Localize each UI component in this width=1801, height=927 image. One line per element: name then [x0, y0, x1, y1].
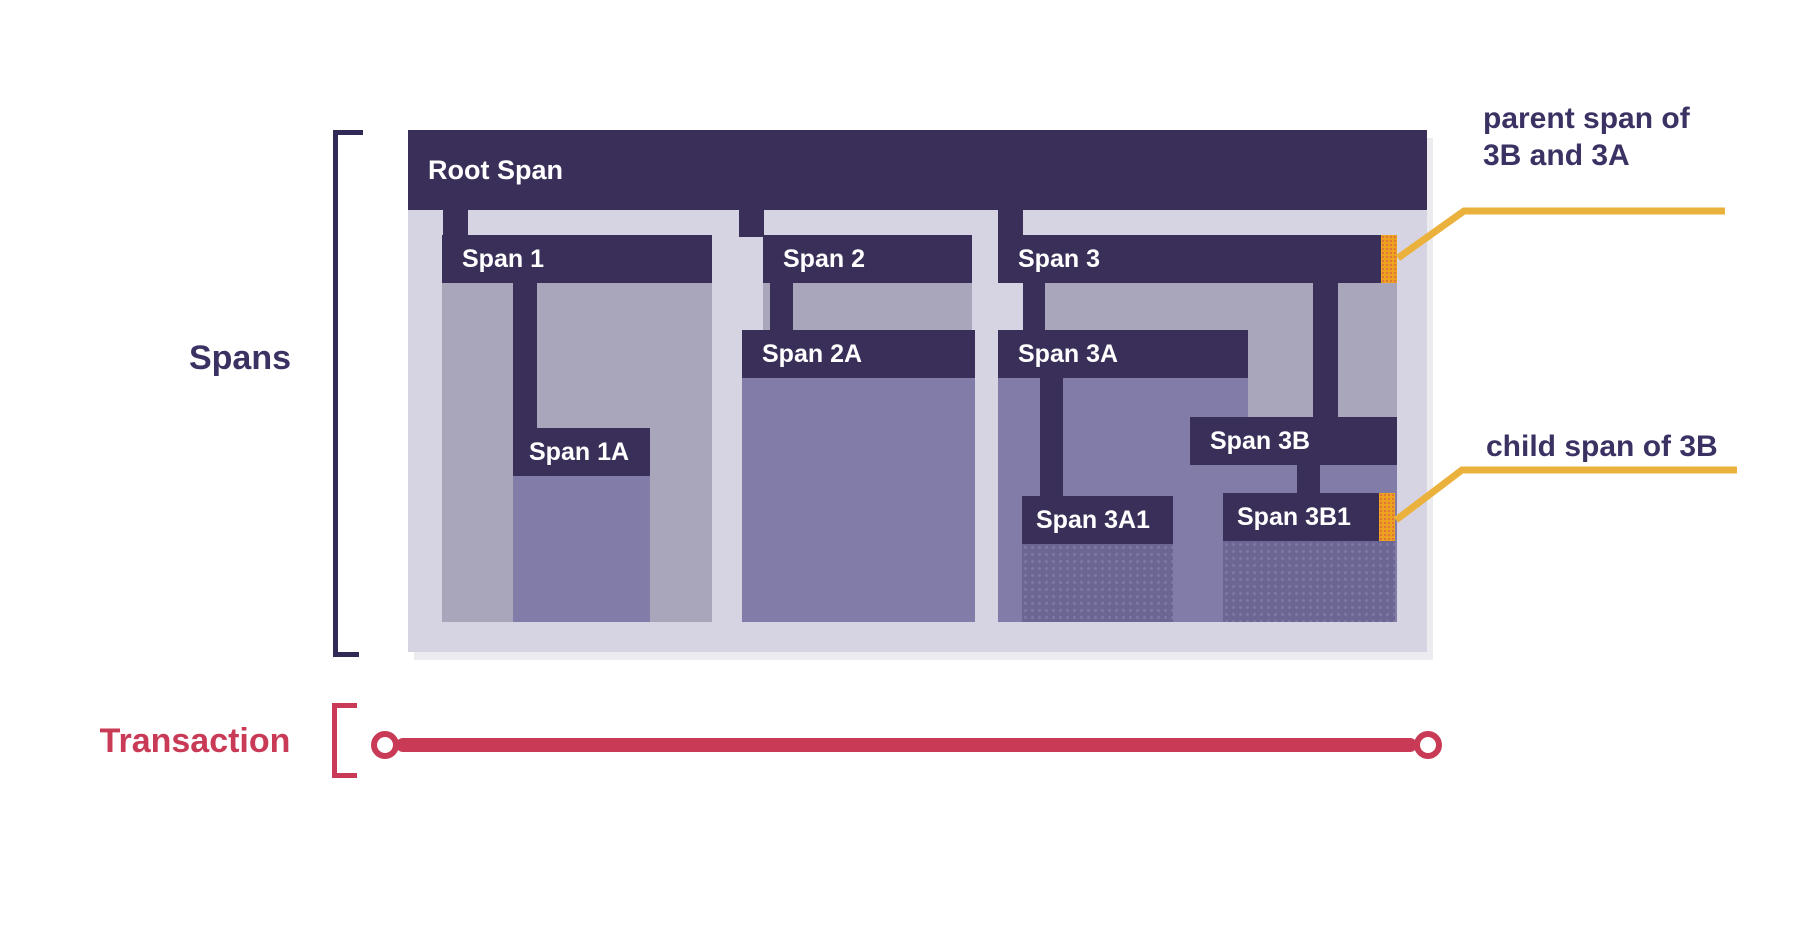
span-3b-label: Span 3B	[1210, 426, 1311, 455]
span-3b-bar: Span 3B	[1190, 417, 1397, 465]
span-2a-bar: Span 2A	[742, 330, 975, 378]
span-1a-bar: Span 1A	[513, 428, 650, 476]
span-1-label: Span 1	[462, 244, 544, 273]
child-span-callout-line	[1393, 466, 1737, 523]
connector-root-to-span-2	[739, 208, 764, 237]
span-2-label: Span 2	[783, 244, 865, 273]
connector-span-2-to-span-2a	[770, 281, 793, 333]
parent-span-annotation: parent span of 3B and 3A	[1483, 100, 1690, 174]
span-1-bar: Span 1	[442, 235, 712, 283]
spans-bracket-top-arm	[333, 130, 363, 135]
connector-span-1-to-span-1a	[513, 281, 537, 430]
span-3a-bar: Span 3A	[998, 330, 1248, 378]
span-1a-duration-body	[513, 476, 650, 622]
span-3a1-duration-body	[1022, 544, 1173, 622]
connector-span-3-to-span-3b	[1313, 281, 1338, 419]
transaction-bracket-vertical	[332, 703, 337, 778]
span-3a-label: Span 3A	[1018, 339, 1119, 368]
root-span-bar: Root Span	[408, 130, 1427, 210]
parent-span-annotation-line2: 3B and 3A	[1483, 139, 1630, 172]
connector-span-3a-to-span-3a1	[1040, 375, 1063, 498]
parent-span-callout-line	[1395, 207, 1725, 261]
span-3-parent-highlight-marker	[1381, 235, 1397, 283]
root-span-label: Root Span	[428, 154, 563, 185]
span-3a1-bar: Span 3A1	[1022, 496, 1173, 544]
span-3a1-label: Span 3A1	[1036, 505, 1150, 534]
transaction-start-circle	[371, 731, 399, 759]
connector-span-3-to-span-3a	[1023, 281, 1045, 332]
span-3b1-duration-body	[1223, 541, 1395, 622]
connector-root-to-span-3	[998, 208, 1023, 237]
span-3-label: Span 3	[1018, 244, 1100, 273]
span-3b1-bar: Span 3B1	[1223, 493, 1395, 541]
span-3-bar: Span 3	[998, 235, 1397, 283]
span-2a-label: Span 2A	[762, 339, 863, 368]
transaction-bracket-top-arm	[332, 703, 357, 708]
transaction-bracket-bottom-arm	[332, 773, 357, 778]
spans-bracket-vertical	[333, 130, 338, 657]
span-3b1-label: Span 3B1	[1237, 502, 1351, 531]
span-3b1-child-highlight-marker	[1379, 493, 1395, 541]
connector-span-3b-to-span-3b1	[1297, 465, 1320, 495]
span-1a-label: Span 1A	[529, 437, 630, 466]
spans-bracket-bottom-arm	[333, 652, 359, 657]
transaction-end-circle	[1414, 731, 1442, 759]
spans-label: Spans	[188, 339, 292, 377]
span-2-bar: Span 2	[763, 235, 972, 283]
connector-root-to-span-1	[443, 208, 468, 237]
span-2a-duration-body	[742, 378, 975, 622]
transaction-label: Transaction	[99, 722, 291, 760]
child-span-annotation: child span of 3B	[1486, 430, 1718, 463]
transaction-timeline	[396, 738, 1417, 752]
parent-span-annotation-line1: parent span of	[1483, 102, 1690, 135]
